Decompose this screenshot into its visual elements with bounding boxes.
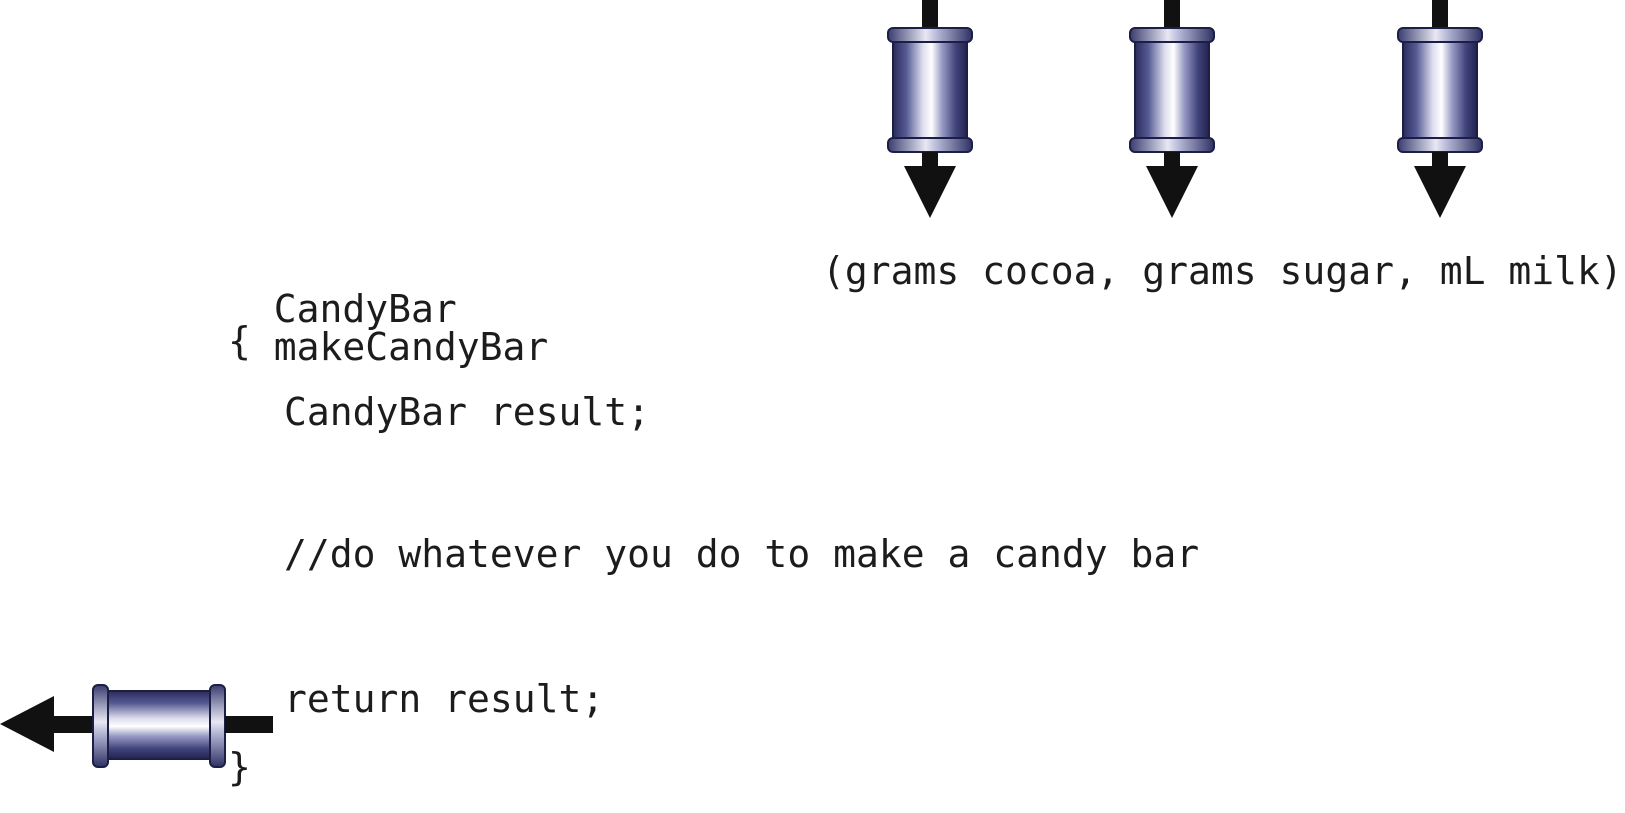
function-params: (grams cocoa, grams sugar, mL milk) (822, 249, 1623, 293)
input-pipe-cocoa (887, 0, 973, 218)
pipe-ring-left (92, 684, 109, 768)
pipe-stem (922, 0, 938, 34)
pipe-body (892, 33, 968, 147)
function-name: makeCandyBar (273, 325, 549, 369)
open-brace: { (228, 319, 251, 363)
input-pipe-milk (1397, 0, 1483, 218)
pipe-stem-left (52, 716, 100, 733)
down-arrow-icon (904, 166, 956, 218)
code-comment: //do whatever you do to make a candy bar (284, 532, 1200, 576)
pipe-ring-right (209, 684, 226, 768)
pipe-stem-lower (922, 152, 938, 166)
left-arrow-icon (0, 696, 54, 752)
pipe-ring-bottom (887, 137, 973, 153)
pipe-ring-top (1129, 27, 1215, 43)
pipe-body (1134, 33, 1210, 147)
pipe-stem-lower (1432, 152, 1448, 166)
pipe-stem (1164, 0, 1180, 34)
down-arrow-icon (1414, 166, 1466, 218)
pipe-body (99, 690, 219, 760)
pipe-body (1402, 33, 1478, 147)
output-pipe-return (0, 684, 273, 768)
pipe-ring-top (887, 27, 973, 43)
down-arrow-icon (1146, 166, 1198, 218)
pipe-ring-bottom (1397, 137, 1483, 153)
return-type: CandyBar (273, 287, 457, 331)
return-statement: return result; (284, 677, 605, 721)
pipe-ring-bottom (1129, 137, 1215, 153)
result-declaration: CandyBar result; (284, 390, 651, 434)
pipe-ring-top (1397, 27, 1483, 43)
pipe-stem-right (225, 716, 273, 733)
pipe-stem (1432, 0, 1448, 34)
input-pipe-sugar (1129, 0, 1215, 218)
close-brace: } (228, 745, 251, 789)
function-signature: CandyBar makeCandyBar (228, 252, 549, 369)
pipe-stem-lower (1164, 152, 1180, 166)
